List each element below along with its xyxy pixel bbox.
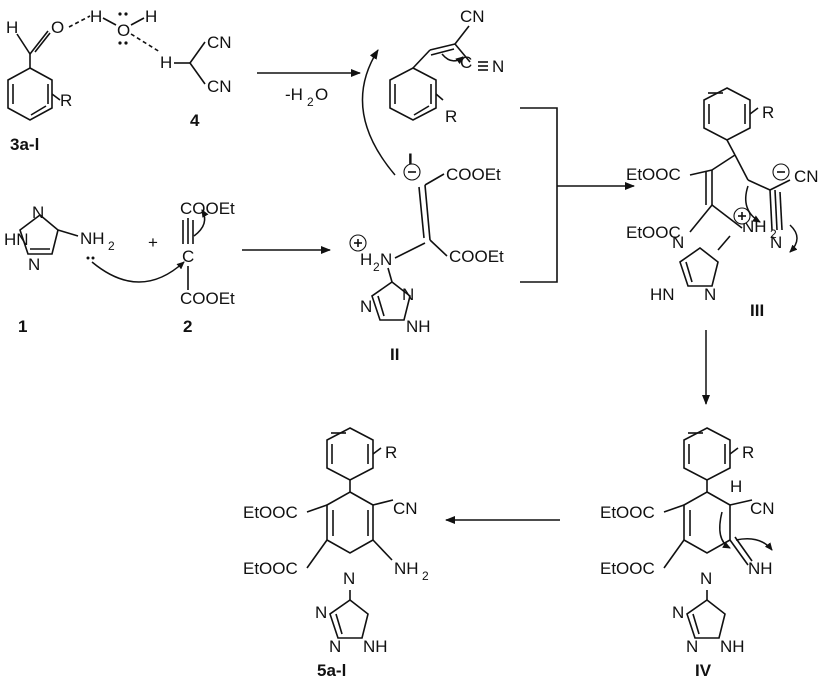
II-ester-bottom: COOEt [449, 247, 504, 266]
III-triazole-ring [679, 247, 719, 287]
II-triazole-ring [371, 281, 411, 321]
III-ester-top: EtOOC [626, 165, 681, 184]
III-benzene-ring [703, 87, 751, 141]
compound-1-aminotriazole: N HN N NH 2 1 [4, 203, 185, 336]
water-o: O [117, 21, 130, 40]
compound-4-malononitrile: H CN CN 4 [160, 33, 232, 130]
triazole-ring-1 [19, 213, 59, 255]
II-h: H [360, 250, 372, 269]
product-label-5a-l: 5a-l [317, 661, 346, 680]
5-triazole-ring [329, 599, 369, 639]
5-n: N [343, 569, 355, 588]
aldehyde-h: H [6, 18, 18, 37]
IV-n-ring: N [672, 603, 684, 622]
5-n-ring2: N [329, 637, 341, 656]
combine-bracket [520, 107, 558, 283]
IV-ester-bottom: EtOOC [600, 559, 655, 578]
IV-cn: CN [750, 499, 775, 518]
5-cn: CN [393, 499, 418, 518]
water-molecule: H O H [68, 7, 161, 53]
water-h-left: H [90, 7, 102, 26]
intermediate-label-III: III [750, 301, 764, 320]
5-dihydropyridine-ring [326, 491, 374, 554]
5-n-ring: N [315, 603, 327, 622]
condition-minus-h: -H [285, 85, 303, 104]
c2-ester-top: COOEt [180, 199, 235, 218]
5-nh-ring: NH [363, 637, 388, 656]
c1-n-top: N [32, 203, 44, 222]
5-r: R [385, 443, 397, 462]
II-n: N [380, 250, 392, 269]
substituent-r: R [60, 91, 72, 110]
III-n-ring2: N [704, 285, 716, 304]
I-benzene-ring [389, 67, 437, 121]
plus-sign: + [148, 233, 158, 252]
I-r: R [445, 107, 457, 126]
c1-nh: NH [80, 229, 105, 248]
III-hn: HN [650, 285, 675, 304]
IV-h: H [730, 477, 742, 496]
III-n-ring: N [672, 233, 684, 252]
IV-nh: NH [748, 559, 773, 578]
product-5a-l: R EtOOC EtOOC CN NH 2 N N N NH 5a-l [243, 427, 429, 680]
intermediate-I: CN C N R I [389, 7, 504, 169]
malononitrile-h: H [160, 53, 172, 72]
intermediate-label-I: I [408, 150, 413, 169]
III-n-nitrile: N [770, 233, 782, 252]
5-ester-bottom: EtOOC [243, 559, 298, 578]
III-r: R [762, 103, 774, 122]
intermediate-label-IV: IV [695, 661, 712, 680]
compound-3a-l: H O R 3a-l [6, 18, 72, 154]
benzene-ring [7, 67, 53, 121]
intermediate-IV: R EtOOC EtOOC H CN NH N N N NH IV [600, 427, 775, 680]
III-cn: CN [794, 167, 819, 186]
compound-label-4: 4 [190, 111, 200, 130]
III-nh-sub: 2 [770, 227, 777, 241]
III-ester-bottom: EtOOC [626, 223, 681, 242]
aldehyde-o: O [51, 18, 64, 37]
IV-nh-ring: NH [720, 637, 745, 656]
IV-benzene-ring [683, 427, 731, 481]
compound-label-2: 2 [183, 317, 192, 336]
intermediate-label-II: II [390, 345, 399, 364]
I-n: N [492, 57, 504, 76]
c1-nh-sub: 2 [108, 239, 115, 253]
c1-hn: HN [4, 230, 29, 249]
5-nh-sub: 2 [422, 569, 429, 583]
compound-2-acetylenedicarboxylate: COOEt C COOEt 2 [180, 199, 235, 336]
compound-label-3a-l: 3a-l [10, 135, 39, 154]
condition-o: O [315, 85, 328, 104]
II-nh: NH [406, 317, 431, 336]
compound-label-1: 1 [18, 317, 27, 336]
malononitrile-cn-top: CN [207, 33, 232, 52]
II-n-ring: N [402, 285, 414, 304]
IV-n-ring2: N [686, 637, 698, 656]
II-h-sub: 2 [373, 260, 380, 274]
intermediate-III: R EtOOC EtOOC NH 2 CN N N HN N III [626, 87, 819, 320]
intermediate-II: COOEt COOEt H 2 N N N NH II [349, 49, 504, 364]
5-nh: NH [394, 559, 419, 578]
IV-triazole-ring [686, 599, 726, 639]
II-n-ring2: N [360, 297, 372, 316]
c2-ester-bottom: COOEt [180, 289, 235, 308]
IV-r: R [742, 443, 754, 462]
IV-n: N [700, 569, 712, 588]
malononitrile-cn-bottom: CN [207, 77, 232, 96]
condition-sub-2: 2 [307, 95, 314, 109]
II-ester-top: COOEt [446, 165, 501, 184]
5-ester-top: EtOOC [243, 503, 298, 522]
I-cn-top: CN [460, 7, 485, 26]
IV-dihydropyridine-ring [683, 491, 731, 554]
I-c: C [460, 53, 472, 72]
IV-ester-top: EtOOC [600, 503, 655, 522]
c2-c: C [182, 247, 194, 266]
5-benzene-ring [326, 427, 374, 481]
c1-n-bottom: N [28, 255, 40, 274]
water-h-right: H [145, 7, 157, 26]
